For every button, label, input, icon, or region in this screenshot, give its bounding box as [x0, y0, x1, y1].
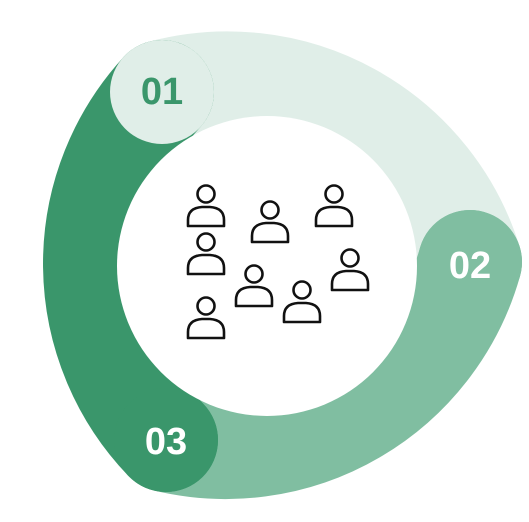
segment-03-start-cap: [114, 388, 218, 492]
center-disc: [117, 116, 417, 416]
person-icon: [282, 280, 322, 324]
person-icon: [234, 264, 274, 308]
person-icon: [186, 184, 226, 228]
segment-label-01: 01: [141, 71, 183, 113]
segment-01: [110, 31, 522, 314]
person-icon: [330, 248, 370, 292]
segment-02: [114, 210, 522, 500]
segment-01-start-cap: [110, 40, 214, 144]
segment-label-02: 02: [449, 245, 491, 287]
person-icon: [186, 232, 226, 276]
segment-03: [43, 40, 218, 492]
person-icon: [186, 296, 226, 340]
person-icon: [250, 200, 290, 244]
segment-label-03: 03: [145, 421, 187, 463]
people-group-icon: [186, 184, 370, 340]
segment-02-start-cap: [418, 210, 522, 314]
person-icon: [314, 184, 354, 228]
